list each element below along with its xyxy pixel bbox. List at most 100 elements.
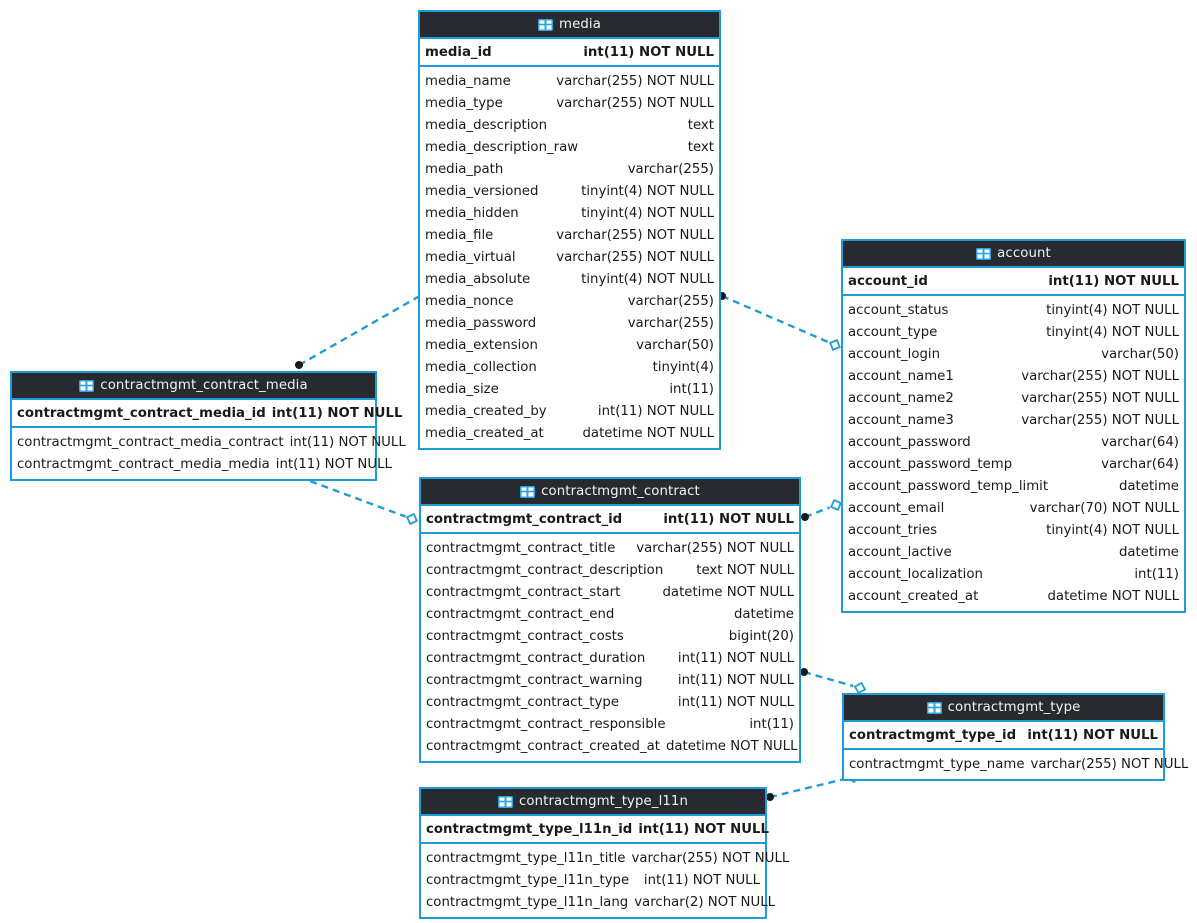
field-type: varchar(255) NOT NULL	[1021, 412, 1179, 428]
field-name: contractmgmt_contract_media_contract	[17, 434, 284, 450]
field-type: int(11) NOT NULL	[289, 434, 406, 450]
field-type: varchar(255) NOT NULL	[1021, 368, 1179, 384]
field-name: contractmgmt_contract_start	[426, 584, 621, 600]
field-type: tinyint(4) NOT NULL	[1046, 302, 1179, 318]
field-type: tinyint(4) NOT NULL	[1046, 522, 1179, 538]
field-name: contractmgmt_contract_id	[426, 511, 623, 527]
field-name: media_type	[425, 95, 503, 111]
field-row: contractmgmt_contract_media_contract int(…	[12, 431, 406, 453]
entity-header: contractmgmt_contract_media	[12, 373, 375, 398]
entity-title: contractmgmt_type_l11n	[518, 794, 689, 809]
entity-media[interactable]: media media_id int(11) NOT NULL media_na…	[418, 10, 721, 450]
field-type: varchar(64)	[1101, 456, 1179, 472]
field-name: account_name3	[848, 412, 954, 428]
field-name: contractmgmt_contract_title	[426, 540, 616, 556]
relationship-target-diamond	[853, 681, 867, 695]
field-row: account_login varchar(50)	[843, 343, 1184, 365]
field-type: varchar(50)	[1101, 346, 1179, 362]
field-type: int(11) NOT NULL	[663, 511, 794, 527]
field-type: int(11) NOT NULL	[275, 456, 392, 472]
entity-header: contractmgmt_contract	[421, 479, 799, 504]
relationship-contract-to-type	[800, 668, 867, 695]
field-name: media_versioned	[425, 183, 539, 199]
entity-header: account	[843, 241, 1184, 266]
field-type: tinyint(4) NOT NULL	[581, 205, 714, 221]
field-type: datetime NOT NULL	[1047, 588, 1179, 604]
entity-contractmgmt-type[interactable]: contractmgmt_type contractmgmt_type_id i…	[842, 693, 1188, 781]
field-row: account_name2 varchar(255) NOT NULL	[843, 387, 1184, 409]
field-type: int(11) NOT NULL	[677, 672, 794, 688]
field-name: media_id	[425, 44, 492, 60]
field-name: contractmgmt_type_l11n_type	[426, 872, 630, 888]
field-type: varchar(255) NOT NULL	[631, 850, 790, 866]
relationship-line	[769, 777, 847, 799]
field-type: varchar(255) NOT NULL	[556, 95, 714, 111]
entity-account[interactable]: account account_id int(11) NOT NULL acco…	[841, 239, 1186, 613]
field-name: account_password_temp_limit	[848, 478, 1049, 494]
primary-key-row: contractmgmt_contract_media_id int(11) N…	[12, 398, 402, 428]
field-name: contractmgmt_contract_created_at	[426, 738, 660, 754]
field-type: varchar(255) NOT NULL	[556, 73, 714, 89]
relationship-target-diamond	[829, 339, 841, 351]
field-type: datetime	[733, 606, 794, 622]
field-name: account_localization	[848, 566, 983, 582]
field-row: account_name3 varchar(255) NOT NULL	[843, 409, 1184, 431]
field-name: media_created_by	[425, 403, 547, 419]
field-type: tinyint(4)	[652, 359, 714, 375]
entity-title: account	[997, 246, 1051, 261]
field-name: contractmgmt_contract_responsible	[426, 716, 666, 732]
relationship-media-to-account	[718, 292, 841, 351]
field-type: int(11) NOT NULL	[677, 694, 794, 710]
entity-header: contractmgmt_type	[844, 695, 1163, 720]
field-name: contractmgmt_contract_costs	[426, 628, 624, 644]
field-name: media_file	[425, 227, 494, 243]
field-name: account_name2	[848, 390, 954, 406]
table-icon	[520, 485, 536, 498]
field-name: contractmgmt_contract_end	[426, 606, 615, 622]
entity-contractmgmt-contract-media[interactable]: contractmgmt_contract_media contractmgmt…	[10, 371, 406, 481]
field-name: media_absolute	[425, 271, 531, 287]
entity-contractmgmt-contract[interactable]: contractmgmt_contract contractmgmt_contr…	[419, 477, 801, 763]
field-name: account_id	[848, 273, 928, 289]
entity-title: media	[559, 17, 601, 32]
field-name: contractmgmt_contract_warning	[426, 672, 643, 688]
field-name: account_status	[848, 302, 949, 318]
field-type: int(11) NOT NULL	[643, 872, 760, 888]
field-name: media_description_raw	[425, 139, 579, 155]
field-name: account_lactive	[848, 544, 952, 560]
relationship-source-dot	[801, 513, 809, 521]
relationship-contract-to-account	[801, 498, 843, 521]
relationship-target-diamond	[405, 512, 419, 526]
field-type: int(11) NOT NULL	[677, 650, 794, 666]
field-type: varchar(255) NOT NULL	[556, 249, 714, 265]
field-name: contractmgmt_type_l11n_id	[426, 821, 633, 837]
table-icon	[926, 701, 942, 714]
field-name: media_created_at	[425, 425, 544, 441]
field-type: varchar(255) NOT NULL	[1021, 390, 1179, 406]
entity-header: media	[420, 12, 719, 37]
field-name: account_login	[848, 346, 941, 362]
table-icon	[538, 18, 554, 31]
field-type: varchar(64)	[1101, 434, 1179, 450]
field-name: media_description	[425, 117, 547, 133]
entity-contractmgmt-type-l11n[interactable]: contractmgmt_type_l11n contractmgmt_type…	[419, 787, 789, 919]
field-row: media_type varchar(255) NOT NULL	[420, 92, 719, 114]
